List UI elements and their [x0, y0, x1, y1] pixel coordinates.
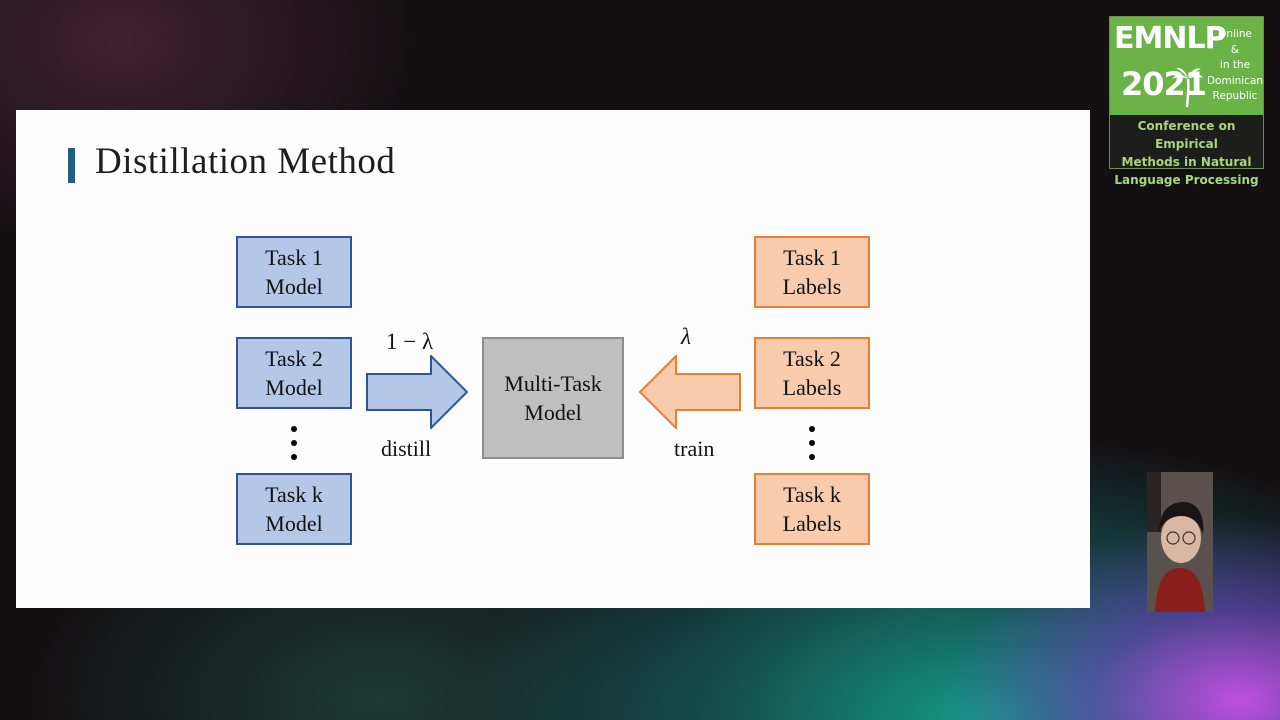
task-k-model-box: Task k Model [236, 473, 352, 545]
box-line: Model [265, 274, 323, 299]
badge-name: EMNLP [1114, 21, 1227, 56]
box-line: Multi-Task [504, 371, 602, 396]
task-1-labels-box: Task 1 Labels [754, 236, 870, 308]
badge-header: EMNLP 2021 Online & in the Dominican Rep… [1110, 17, 1263, 115]
task-k-labels-box: Task k Labels [754, 473, 870, 545]
location-line: Online [1218, 28, 1252, 40]
conference-line: Methods in Natural [1121, 155, 1252, 169]
slide-title: Distillation Method [95, 141, 396, 182]
multi-task-model-box: Multi-Task Model [482, 337, 624, 459]
box-line: Task k [783, 482, 841, 507]
train-weight: λ [681, 324, 691, 349]
task-2-model-box: Task 2 Model [236, 337, 352, 409]
box-line: Model [524, 400, 582, 425]
location-line: Republic [1212, 90, 1258, 102]
location-line: in the [1219, 59, 1251, 71]
box-line: Task 1 [265, 245, 323, 270]
box-line: Model [265, 511, 323, 536]
box-line: Task 1 [783, 245, 841, 270]
palm-tree-icon [1172, 67, 1203, 108]
train-arrow [638, 355, 741, 429]
task-2-labels-box: Task 2 Labels [754, 337, 870, 409]
box-line: Task 2 [783, 346, 841, 371]
train-label: train [674, 436, 715, 461]
badge-location: Online & in the Dominican Republic [1206, 27, 1264, 105]
title-accent-bar [68, 148, 75, 183]
labels-ellipsis [809, 426, 815, 468]
emnlp-badge: EMNLP 2021 Online & in the Dominican Rep… [1109, 16, 1264, 187]
badge-conference-name: Conference on Empirical Methods in Natur… [1110, 117, 1263, 189]
box-line: Task k [265, 482, 323, 507]
box-line: Labels [782, 511, 842, 536]
location-line: & [1230, 43, 1240, 56]
webcam-feed-icon [1147, 472, 1213, 612]
task-1-model-box: Task 1 Model [236, 236, 352, 308]
distill-arrow [366, 355, 469, 429]
model-ellipsis [291, 426, 297, 468]
conference-line: Conference on Empirical [1137, 119, 1236, 151]
location-line: Dominican [1206, 74, 1264, 87]
box-line: Labels [782, 274, 842, 299]
slide: Distillation Method Task 1 Model Task 2 … [16, 110, 1090, 608]
box-line: Labels [782, 375, 842, 400]
speaker-video [1147, 472, 1213, 612]
conference-line: Language Processing [1114, 173, 1259, 187]
box-line: Model [265, 375, 323, 400]
distill-label: distill [381, 436, 432, 461]
box-line: Task 2 [265, 346, 323, 371]
distill-weight: 1 − λ [386, 329, 434, 354]
